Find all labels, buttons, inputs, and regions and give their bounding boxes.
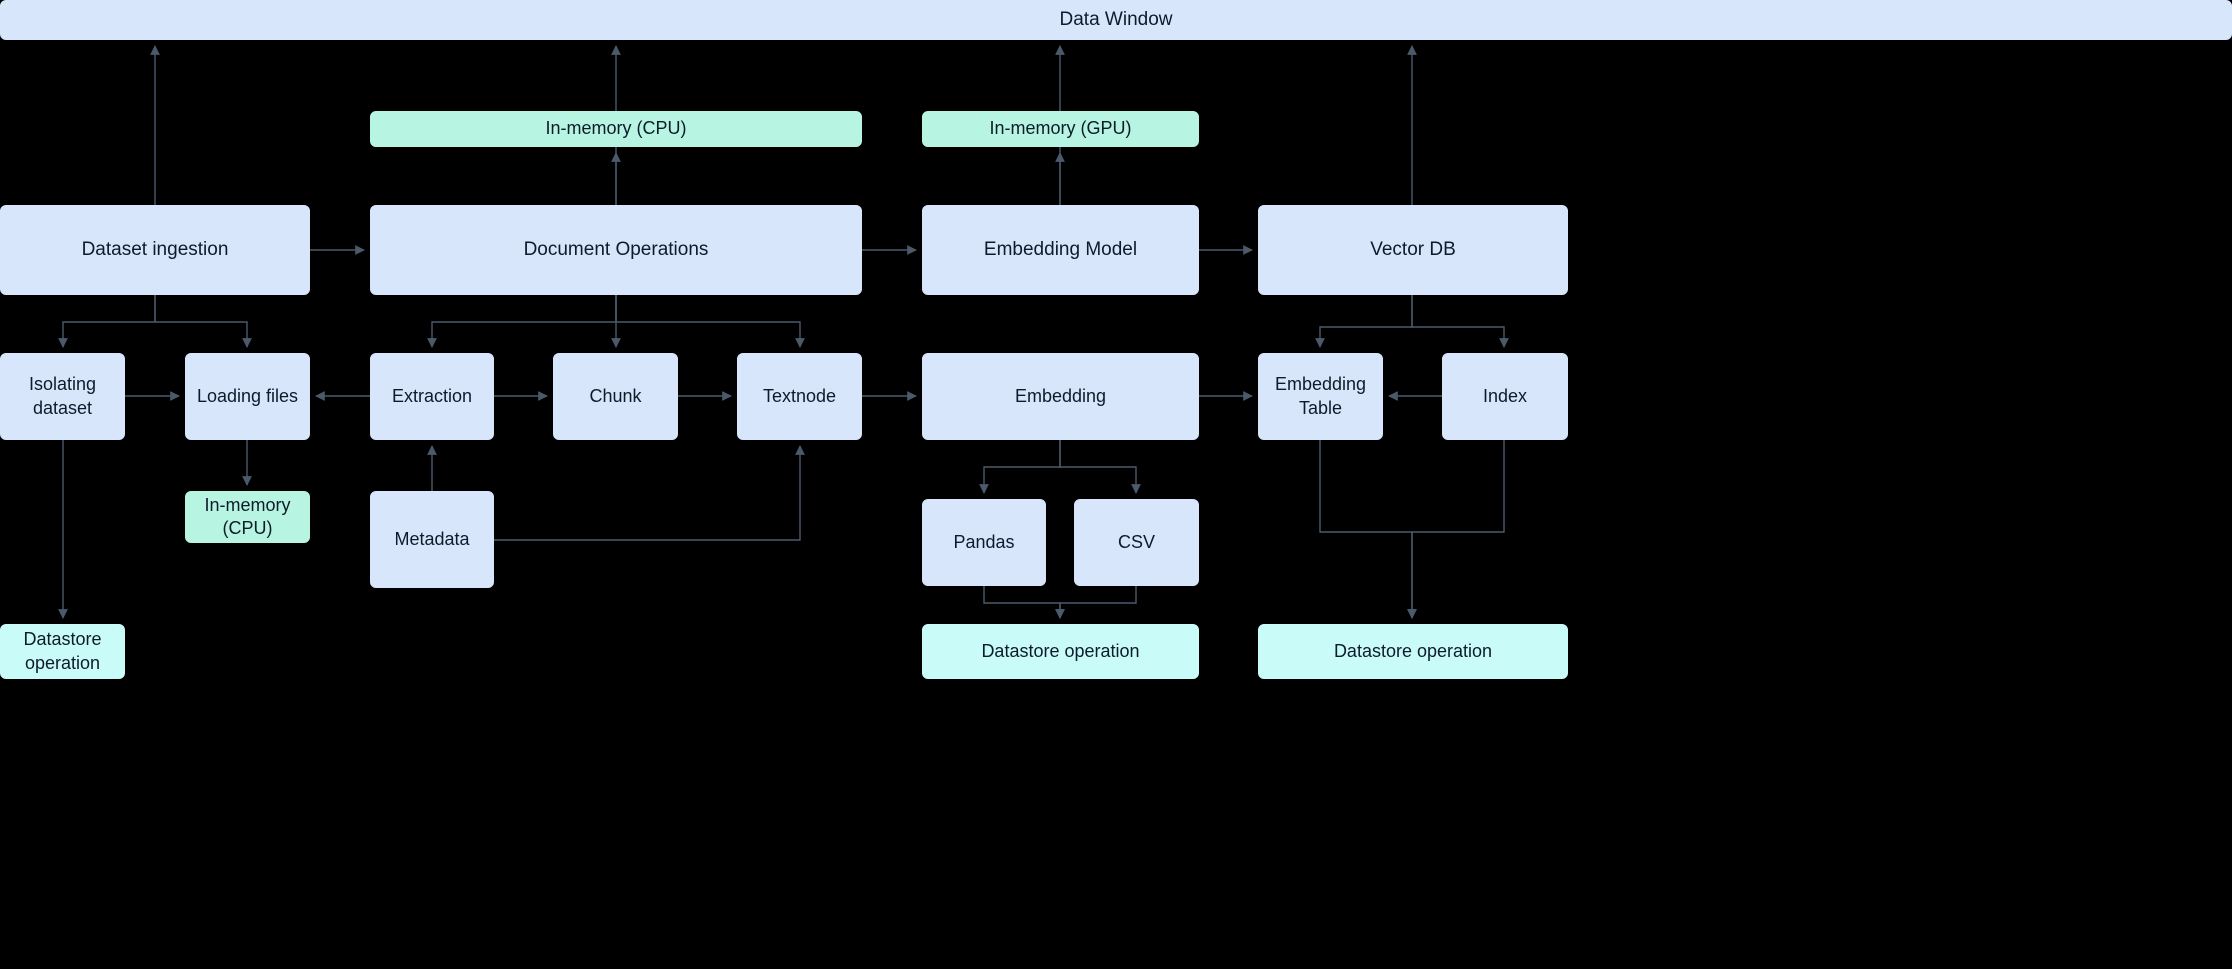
node-csv[interactable]: CSV [1074,499,1199,586]
node-in-memory-cpu-top[interactable]: In-memory (CPU) [370,111,862,147]
node-textnode[interactable]: Textnode [737,353,862,440]
node-loading-files[interactable]: Loading files [185,353,310,440]
node-chunk[interactable]: Chunk [553,353,678,440]
node-label: Chunk [589,385,642,406]
node-label: Index [1482,385,1528,406]
node-extraction[interactable]: Extraction [370,353,494,440]
node-isolating-dataset[interactable]: Isolating dataset [0,353,125,440]
node-datastore-op-center[interactable]: Datastore operation [922,624,1199,679]
node-pandas[interactable]: Pandas [922,499,1046,586]
node-label: Datastore operation [1333,640,1493,661]
node-label: In-memory (CPU) [545,118,687,139]
node-label: Datastore operation [23,629,102,673]
edge-vectordb-to-embtable [1315,295,1413,348]
node-label: Isolating dataset [28,374,97,418]
node-vector-db[interactable]: Vector DB [1258,205,1568,295]
node-document-operations[interactable]: Document Operations [370,205,862,295]
edge-docops-to-textnode [615,295,805,348]
node-dataset-ingestion[interactable]: Dataset ingestion [0,205,310,295]
node-label: Vector DB [1370,238,1456,260]
node-label: Extraction [391,385,473,406]
node-data-window[interactable]: Data Window [0,0,2232,40]
edge-pandas-to-datastore [983,586,1065,619]
node-embedding-table[interactable]: Embedding Table [1258,353,1383,440]
edge-csv-to-datastore [1055,586,1137,619]
node-label: Embedding Table [1274,374,1367,418]
edge-ingestion-to-loading [154,295,252,348]
edge-embedding-to-pandas [979,440,1061,494]
edge-embtable-to-datastore [1319,440,1417,619]
edge-group [58,45,1509,619]
node-label: In-memory (CPU) [204,494,291,538]
node-embedding[interactable]: Embedding [922,353,1199,440]
node-label: Textnode [762,385,837,406]
node-label: Document Operations [523,238,709,260]
node-embedding-model[interactable]: Embedding Model [922,205,1199,295]
node-label: Pandas [953,531,1015,552]
node-datastore-op-right[interactable]: Datastore operation [1258,624,1568,679]
edge-ingestion-to-isolating [58,295,156,348]
node-label: Data Window [1059,8,1173,30]
node-label: Embedding [1014,385,1107,406]
node-index[interactable]: Index [1442,353,1568,440]
edge-vectordb-to-index [1411,295,1509,348]
node-in-memory-gpu[interactable]: In-memory (GPU) [922,111,1199,147]
node-label: Datastore operation [981,640,1140,661]
node-label: CSV [1117,531,1155,552]
edge-docops-to-extraction [427,295,617,348]
edge-metadata-to-textnode [494,445,805,541]
node-label: Dataset ingestion [81,238,229,260]
node-label: Metadata [394,528,470,549]
node-datastore-op-left[interactable]: Datastore operation [0,624,125,679]
node-label: Embedding Model [983,238,1138,260]
edge-index-to-datastore [1407,440,1505,619]
node-label: In-memory (GPU) [989,118,1132,139]
node-in-memory-cpu-lower[interactable]: In-memory (CPU) [185,491,310,543]
node-label: Loading files [196,385,299,406]
edge-embedding-to-csv [1059,440,1141,494]
node-metadata[interactable]: Metadata [370,491,494,588]
